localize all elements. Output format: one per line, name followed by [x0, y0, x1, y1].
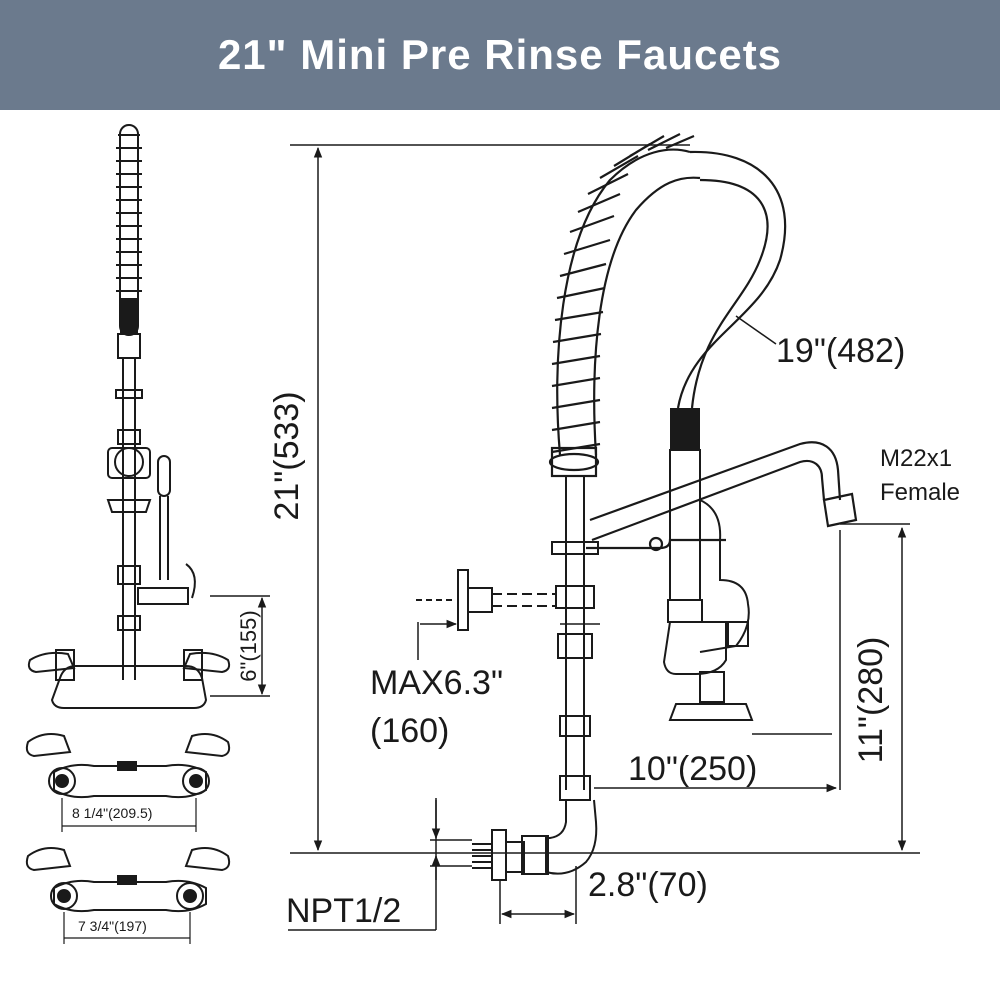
spout-reach-label: 10"(250): [628, 750, 757, 788]
side-riser-dimension: 6"(155): [210, 595, 270, 697]
outlet-thread-label-2: Female: [880, 479, 960, 506]
overall-height-dimension: 21"(533): [268, 144, 920, 854]
swing-spout: [586, 441, 858, 552]
wall-bracket: [416, 569, 556, 631]
inlet-dimension: NPT1/2: [286, 798, 472, 931]
side-view-drawing: [27, 124, 231, 709]
spray-valve: [662, 449, 754, 721]
center-spacing-a-dimension: 8 1/4"(209.5): [61, 798, 197, 832]
center-spacing-b-label: 7 3/4"(197): [78, 918, 147, 934]
hose-length-label: 19"(482): [776, 332, 905, 370]
page-title: 21" Mini Pre Rinse Faucets: [217, 31, 783, 78]
wall-bracket-max-dimension: MAX6.3" (160): [370, 619, 600, 750]
title-banner: 21" Mini Pre Rinse Faucets: [0, 0, 1000, 110]
center-spacing-a-label: 8 1/4"(209.5): [72, 805, 152, 821]
outlet-thread-label-1: M22x1: [880, 445, 952, 472]
top-view-b: [25, 847, 231, 913]
pre-rinse-spring: [548, 133, 701, 478]
center-spacing-b-dimension: 7 3/4"(197): [63, 912, 191, 944]
inlet-offset-label: 2.8"(70): [588, 866, 708, 904]
hose: [670, 150, 787, 450]
inlet-elbow: [472, 799, 598, 881]
outlet-height-dimension: 11"(280): [752, 523, 910, 852]
overall-height-label: 21"(533): [268, 391, 306, 520]
spout-reach-dimension: 10"(250): [594, 750, 838, 793]
riser-pipe: [551, 476, 599, 801]
wall-bracket-max-label-2: (160): [370, 712, 449, 750]
top-view-a: [25, 733, 231, 799]
side-view-spring: [116, 134, 142, 292]
outlet-height-label: 11"(280): [852, 637, 890, 764]
inlet-thread-label: NPT1/2: [286, 892, 401, 930]
side-riser-height-label: 6"(155): [236, 610, 261, 681]
inlet-offset-dimension: 2.8"(70): [499, 866, 708, 924]
wall-bracket-max-label-1: MAX6.3": [370, 664, 503, 702]
